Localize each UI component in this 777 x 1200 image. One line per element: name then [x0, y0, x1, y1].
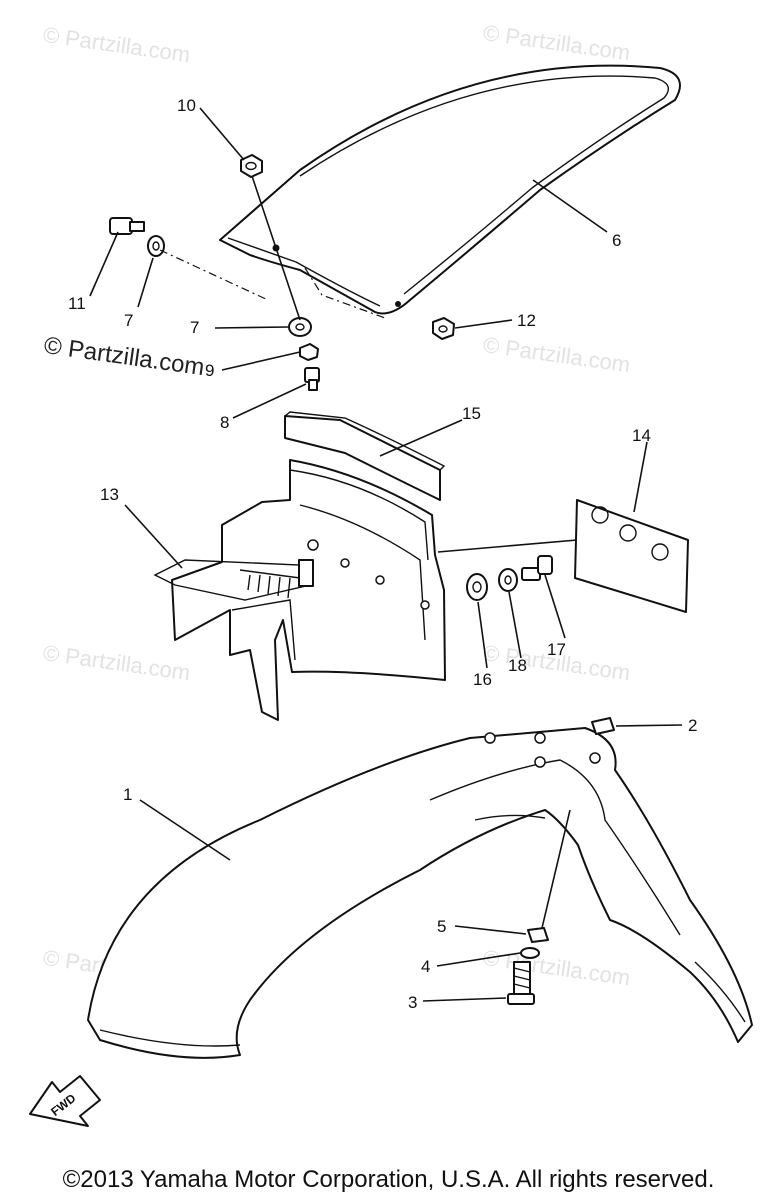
plate-part-14 [574, 499, 689, 613]
rear-fender-part-6 [219, 64, 681, 319]
callout-17: 17 [547, 640, 566, 659]
callout-11: 11 [68, 294, 86, 313]
callout-10: 10 [177, 96, 196, 115]
nut-part-9 [299, 343, 319, 361]
washer-part-18 [498, 568, 518, 592]
callout-3: 3 [408, 993, 417, 1012]
bolt-part-11 [109, 217, 145, 235]
callout-2: 2 [688, 716, 697, 735]
callout-15: 15 [462, 404, 481, 423]
callout-16: 16 [473, 670, 492, 689]
washer-part-7-upper [147, 235, 165, 257]
assembly-line-nut [251, 175, 301, 321]
washer-part-7-lower [288, 317, 312, 337]
callout-14: 14 [632, 426, 651, 445]
nut-part-5 [527, 927, 549, 943]
assembly-line-front-bolt [541, 809, 571, 929]
callout-7-lower: 7 [190, 318, 199, 337]
front-fender-part-1 [87, 727, 753, 1059]
callout-4: 4 [421, 957, 430, 976]
washer-part-16 [466, 573, 488, 601]
callout-8: 8 [220, 413, 229, 432]
leader-lines [89, 107, 683, 1002]
assembly-line-washer [159, 249, 269, 301]
screw-part-17 [521, 555, 553, 581]
copyright-footer: ©2013 Yamaha Motor Corporation, U.S.A. A… [62, 1166, 715, 1193]
washer-part-4 [520, 947, 540, 959]
bolt-part-2 [591, 717, 615, 735]
bolt-part-8 [304, 367, 320, 391]
callout-13: 13 [100, 485, 119, 504]
callout-7-upper: 7 [124, 311, 133, 330]
nut-part-10 [240, 154, 263, 178]
callout-12: 12 [517, 311, 536, 330]
callout-18: 18 [508, 656, 527, 675]
callout-9: 9 [205, 361, 214, 380]
bolt-part-3 [507, 961, 535, 1005]
callout-5: 5 [437, 917, 446, 936]
callout-6: 6 [612, 231, 621, 250]
inner-fender-part-13 [153, 459, 446, 721]
pad-part-15 [284, 411, 446, 501]
callout-1: 1 [123, 785, 132, 804]
forward-direction-arrow: FWD [29, 1075, 101, 1127]
parts-diagram: 1 2 3 4 5 6 7 7 8 9 10 11 12 13 14 15 16… [29, 64, 753, 1127]
nut-part-12 [432, 317, 455, 340]
